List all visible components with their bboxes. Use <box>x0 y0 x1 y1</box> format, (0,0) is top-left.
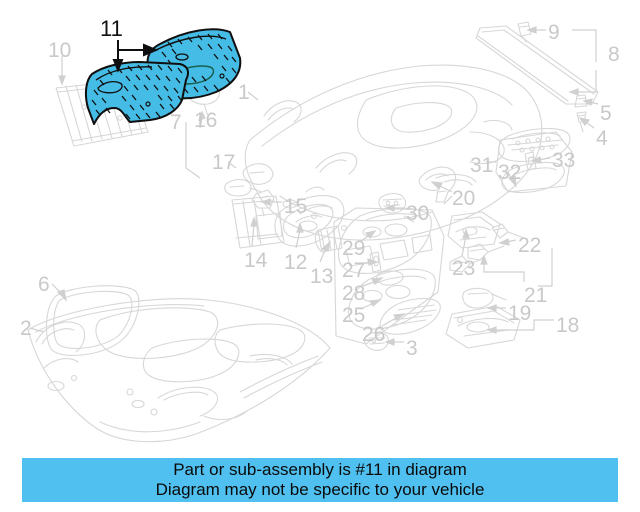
part-6-sunroof-glass <box>45 285 140 356</box>
callout-12: 12 <box>284 251 308 274</box>
callout-10: 10 <box>48 39 72 62</box>
part-9-trim-clip <box>517 21 532 43</box>
part-19-lens-cover <box>462 287 507 309</box>
callout-28: 28 <box>342 282 366 305</box>
callout-9: 9 <box>548 21 560 44</box>
callout-25: 25 <box>342 304 366 327</box>
callout-31: 31 <box>470 154 494 177</box>
callout-11: 11 <box>100 16 123 41</box>
callout-29: 29 <box>342 237 366 260</box>
callout-19: 19 <box>508 302 532 325</box>
callout-2: 2 <box>20 317 32 340</box>
callout-13: 13 <box>310 265 334 288</box>
part-12-console-housing <box>274 186 345 247</box>
callout-20: 20 <box>452 187 476 210</box>
part-2-headliner-rear <box>27 298 331 443</box>
part-29-console-plate <box>338 207 433 274</box>
part-22-fastener <box>491 223 525 239</box>
callout-33: 33 <box>552 149 576 172</box>
part-32-lamp-lens <box>498 127 571 162</box>
callout-17: 17 <box>212 151 236 174</box>
callout-1: 1 <box>238 81 250 104</box>
callout-5: 5 <box>600 102 612 125</box>
callout-30: 30 <box>406 202 430 225</box>
part-29-console-box <box>333 207 445 345</box>
part-8-roof-side-trim <box>475 25 599 105</box>
banner-line-1: Part or sub-assembly is #11 in diagram <box>173 459 467 479</box>
callout-32: 32 <box>498 161 522 184</box>
part-14-sun-visor <box>231 195 285 249</box>
line-art-group <box>27 21 599 443</box>
callout-4: 4 <box>596 127 608 150</box>
callout-18: 18 <box>556 314 580 337</box>
part-5-grommet <box>574 94 588 108</box>
part-26-speaker-grille <box>379 297 441 335</box>
callout-26: 26 <box>362 323 386 346</box>
part-3-clip <box>363 331 389 351</box>
callout-3: 3 <box>406 337 418 360</box>
part-info-banner: Part or sub-assembly is #11 in diagram D… <box>22 458 618 502</box>
callout-14: 14 <box>244 249 268 272</box>
part-23-lamp-housing <box>447 211 501 249</box>
part-31-lens-body <box>501 161 565 194</box>
callout-27: 27 <box>342 259 366 282</box>
part-17-retainer-clips <box>224 163 274 197</box>
part-21-clip-assembly <box>449 243 505 273</box>
part-31-assembly-box <box>495 131 573 193</box>
callout-15: 15 <box>284 195 308 218</box>
gray-leader-lines <box>29 26 599 346</box>
callout-21: 21 <box>524 284 548 307</box>
callout-22: 22 <box>518 234 542 257</box>
callout-6: 6 <box>38 273 50 296</box>
part-11-highlighted-insulation-pads[interactable] <box>84 28 242 125</box>
banner-line-2: Diagram may not be specific to your vehi… <box>155 480 485 499</box>
part-13-lamp-socket <box>314 225 343 253</box>
callout-23: 23 <box>452 257 476 280</box>
callout-16: 16 <box>194 109 218 132</box>
part-20-assist-grip <box>418 166 457 203</box>
callout-7: 7 <box>170 111 182 134</box>
callout-8: 8 <box>608 43 620 66</box>
part-11-leader-arrows <box>112 40 159 73</box>
part-1-headliner-front <box>244 64 543 241</box>
